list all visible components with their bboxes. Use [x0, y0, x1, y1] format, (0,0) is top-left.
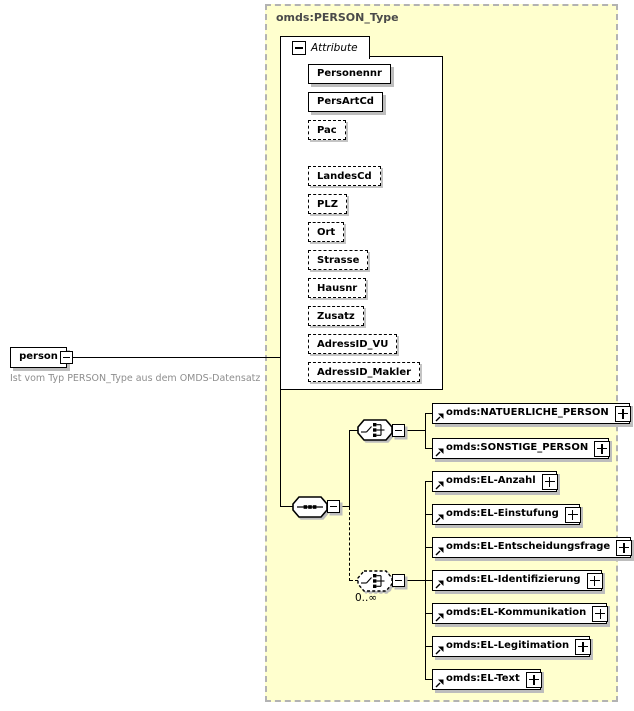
connector-choice2-out — [406, 580, 425, 581]
collapse-icon[interactable] — [60, 351, 73, 364]
attribute-hausnr[interactable]: Hausnr — [308, 278, 367, 298]
connector-branch-up — [349, 430, 350, 507]
connector-stub — [425, 514, 433, 515]
connector-stub — [425, 448, 433, 449]
connector-sequence-out — [341, 506, 350, 507]
expand-icon[interactable] — [564, 506, 581, 523]
element-reference-icon — [435, 547, 444, 556]
element-el-kommunikation[interactable]: omds:EL-Kommunikation — [432, 603, 609, 624]
connector-stub — [425, 679, 433, 680]
attribute-strasse[interactable]: Strasse — [308, 250, 369, 270]
connector-to-choice2-dashed — [350, 580, 358, 581]
connector-stub — [425, 547, 433, 548]
attribute-pac[interactable]: Pac — [308, 120, 346, 140]
element-el-identifizierung[interactable]: omds:EL-Identifizierung — [432, 570, 603, 591]
element-label: omds:EL-Anzahl — [446, 475, 536, 486]
sequence-compositor-icon[interactable] — [292, 496, 328, 518]
element-label: omds:EL-Text — [446, 673, 520, 684]
collapse-icon[interactable] — [327, 500, 340, 513]
element-reference-icon — [435, 413, 444, 422]
expand-icon[interactable] — [541, 473, 558, 490]
element-label: omds:NATUERLICHE_PERSON — [446, 407, 609, 418]
expand-icon[interactable] — [594, 440, 611, 457]
connector-trunk-vertical — [280, 389, 281, 507]
element-el-einstufung[interactable]: omds:EL-Einstufung — [432, 504, 581, 525]
expand-icon[interactable] — [614, 405, 631, 422]
element-label: omds:EL-Entscheidungsfrage — [446, 541, 611, 552]
element-label: omds:EL-Kommunikation — [446, 607, 587, 618]
element-sonstige-person[interactable]: omds:SONSTIGE_PERSON — [432, 438, 611, 459]
attribute-plz[interactable]: PLZ — [308, 194, 347, 214]
connector-stub — [425, 646, 433, 647]
attribute-landescd[interactable]: LandesCd — [308, 166, 381, 186]
element-label: omds:EL-Identifizierung — [446, 574, 581, 585]
expand-icon[interactable] — [525, 671, 542, 688]
element-el-anzahl[interactable]: omds:EL-Anzahl — [432, 471, 558, 492]
connector-trunk-to-sequence — [280, 506, 293, 507]
element-natuerliche-person[interactable]: omds:NATUERLICHE_PERSON — [432, 403, 631, 424]
element-reference-icon — [435, 580, 444, 589]
connector-choice1-out — [406, 430, 425, 431]
collapse-icon[interactable] — [292, 41, 306, 55]
element-reference-icon — [435, 514, 444, 523]
attribute-adressid-vu[interactable]: AdressID_VU — [308, 334, 398, 354]
collapse-icon[interactable] — [392, 574, 405, 587]
connector-stub — [425, 613, 433, 614]
attributes-tab[interactable]: Attribute — [280, 36, 370, 59]
expand-icon[interactable] — [616, 539, 633, 556]
connector-stub — [425, 413, 433, 414]
element-reference-icon — [435, 481, 444, 490]
element-label: omds:EL-Legitimation — [446, 640, 570, 651]
element-el-entscheidungsfrage[interactable]: omds:EL-Entscheidungsfrage — [432, 537, 633, 558]
attribute-personennr[interactable]: Personennr — [308, 64, 391, 84]
collapse-icon[interactable] — [392, 424, 405, 437]
expand-icon[interactable] — [586, 572, 603, 589]
connector-person-to-type — [73, 357, 281, 358]
attribute-ort[interactable]: Ort — [308, 222, 345, 242]
connector-stub — [425, 580, 433, 581]
choice-compositor-optional-icon[interactable] — [357, 570, 393, 592]
complex-type-title: omds:PERSON_Type — [276, 11, 399, 24]
element-reference-icon — [435, 613, 444, 622]
element-reference-icon — [435, 646, 444, 655]
element-reference-icon — [435, 679, 444, 688]
element-el-legitimation[interactable]: omds:EL-Legitimation — [432, 636, 592, 657]
expand-icon[interactable] — [575, 638, 592, 655]
element-reference-icon — [435, 448, 444, 457]
connector-choice1-rail — [425, 413, 426, 449]
connector-stub — [425, 481, 433, 482]
element-label: omds:SONSTIGE_PERSON — [446, 442, 589, 453]
element-label: omds:EL-Einstufung — [446, 508, 559, 519]
attribute-zusatz[interactable]: Zusatz — [308, 306, 364, 326]
occurrence-label: 0..∞ — [355, 592, 378, 604]
element-person-note: Ist vom Typ PERSON_Type aus dem OMDS-Dat… — [10, 373, 261, 384]
expand-icon[interactable] — [592, 605, 609, 622]
connector-to-choice1 — [350, 430, 358, 431]
attribute-adressid-makler[interactable]: AdressID_Makler — [308, 362, 421, 382]
element-el-text[interactable]: omds:EL-Text — [432, 669, 542, 690]
attribute-persartcd[interactable]: PersArtCd — [308, 92, 383, 112]
connector-branch-down-dashed — [349, 507, 350, 581]
choice-compositor-icon[interactable] — [357, 419, 393, 441]
attributes-tab-label: Attribute — [311, 42, 358, 54]
element-person[interactable]: person — [10, 347, 67, 368]
